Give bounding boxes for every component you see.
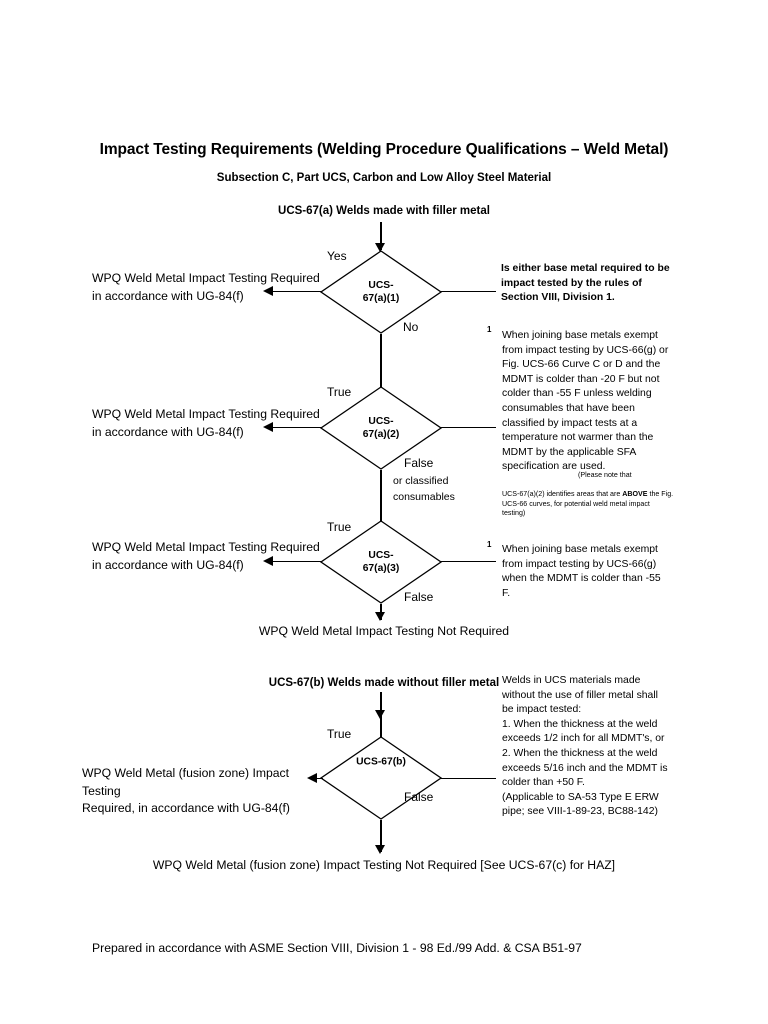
section-heading-ucs67b: UCS-67(b) Welds made without filler meta… (268, 677, 500, 689)
outcome-ucs-67a1: WPQ Weld Metal Impact Testing Required i… (92, 271, 320, 303)
arrowhead-d2-true (263, 422, 273, 432)
connector-d2-false (380, 470, 382, 532)
connector-entry-d1 (380, 222, 382, 250)
branch-label-d2-false: False (404, 456, 434, 470)
arrowhead-d4-true (307, 773, 317, 783)
decision-ucs-67b[interactable]: UCS-67(b) (320, 736, 442, 820)
branch-label-d4-false: False (404, 790, 434, 804)
branch-label-d4-true: True (327, 727, 352, 741)
note-ucs-67a2-fineprint-rest: UCS-67(a)(2) identifies areas that are A… (502, 481, 690, 519)
note-ucs-67a2-fineprint-block: (Please note that (578, 471, 690, 480)
note-ucs-67a1: Is either base metal required to be impa… (501, 263, 670, 304)
arrowhead-d3-false (375, 612, 385, 621)
page-subtitle: Subsection C, Part UCS, Carbon and Low A… (216, 172, 552, 184)
connector-d2-note (441, 427, 496, 429)
connector-d1-yes (272, 291, 322, 293)
connector-d4-true-main (317, 778, 323, 780)
branch-label-d1-yes: Yes (327, 249, 347, 263)
page-title: Impact Testing Requirements (Welding Pro… (99, 141, 669, 158)
note-marker-1: 1 (487, 325, 492, 334)
note-marker-2: 1 (487, 540, 492, 549)
note-ucs-67a2: When joining base metals exempt from imp… (502, 330, 669, 473)
arrowhead-d1-yes (263, 286, 273, 296)
connector-d1-no (380, 334, 382, 398)
fineprint-body-b: the Fig. UCS-66 curves, for potential we… (502, 490, 674, 518)
arrowhead-d4-false (375, 845, 385, 854)
terminal-section-b: WPQ Weld Metal (fusion zone) Impact Test… (152, 858, 616, 872)
connector-d1-note (441, 291, 496, 293)
fineprint-lead: (Please note that (578, 471, 632, 479)
footer-note: Prepared in accordance with ASME Section… (92, 941, 582, 955)
branch-label-d3-false: False (404, 590, 434, 604)
section-heading-ucs67a: UCS-67(a) Welds made with filler metal (278, 205, 490, 217)
outcome-ucs-67b: WPQ Weld Metal (fusion zone) Impact Test… (82, 766, 290, 815)
fineprint-emphasis: ABOVE (622, 490, 648, 499)
connector-d3-true (272, 561, 322, 563)
terminal-section-a: WPQ Weld Metal Impact Testing Not Requir… (258, 624, 510, 638)
note-ucs-67b: Welds in UCS materials made without the … (502, 675, 668, 818)
fineprint-body-a: UCS-67(a)(2) identifies areas that are (502, 490, 623, 499)
branch-label-d1-no: No (403, 320, 419, 334)
outcome-ucs-67a2: WPQ Weld Metal Impact Testing Required i… (92, 407, 320, 439)
connector-d4-note (441, 778, 496, 780)
branch-label-d2-true: True (327, 385, 352, 399)
note-ucs-67a3: When joining base metals exempt from imp… (502, 544, 661, 599)
arrowhead-entry-d1 (375, 243, 385, 252)
connector-d4-false (380, 820, 382, 852)
branch-label-d3-true: True (327, 520, 352, 534)
connector-d3-note (441, 561, 496, 563)
connector-d2-true (272, 427, 322, 429)
branch-label-d2-false-sub: or classified consumables (393, 475, 455, 503)
arrowhead-entry-d4 (375, 710, 385, 719)
arrowhead-d3-true (263, 556, 273, 566)
outcome-ucs-67a3: WPQ Weld Metal Impact Testing Required i… (92, 540, 320, 572)
